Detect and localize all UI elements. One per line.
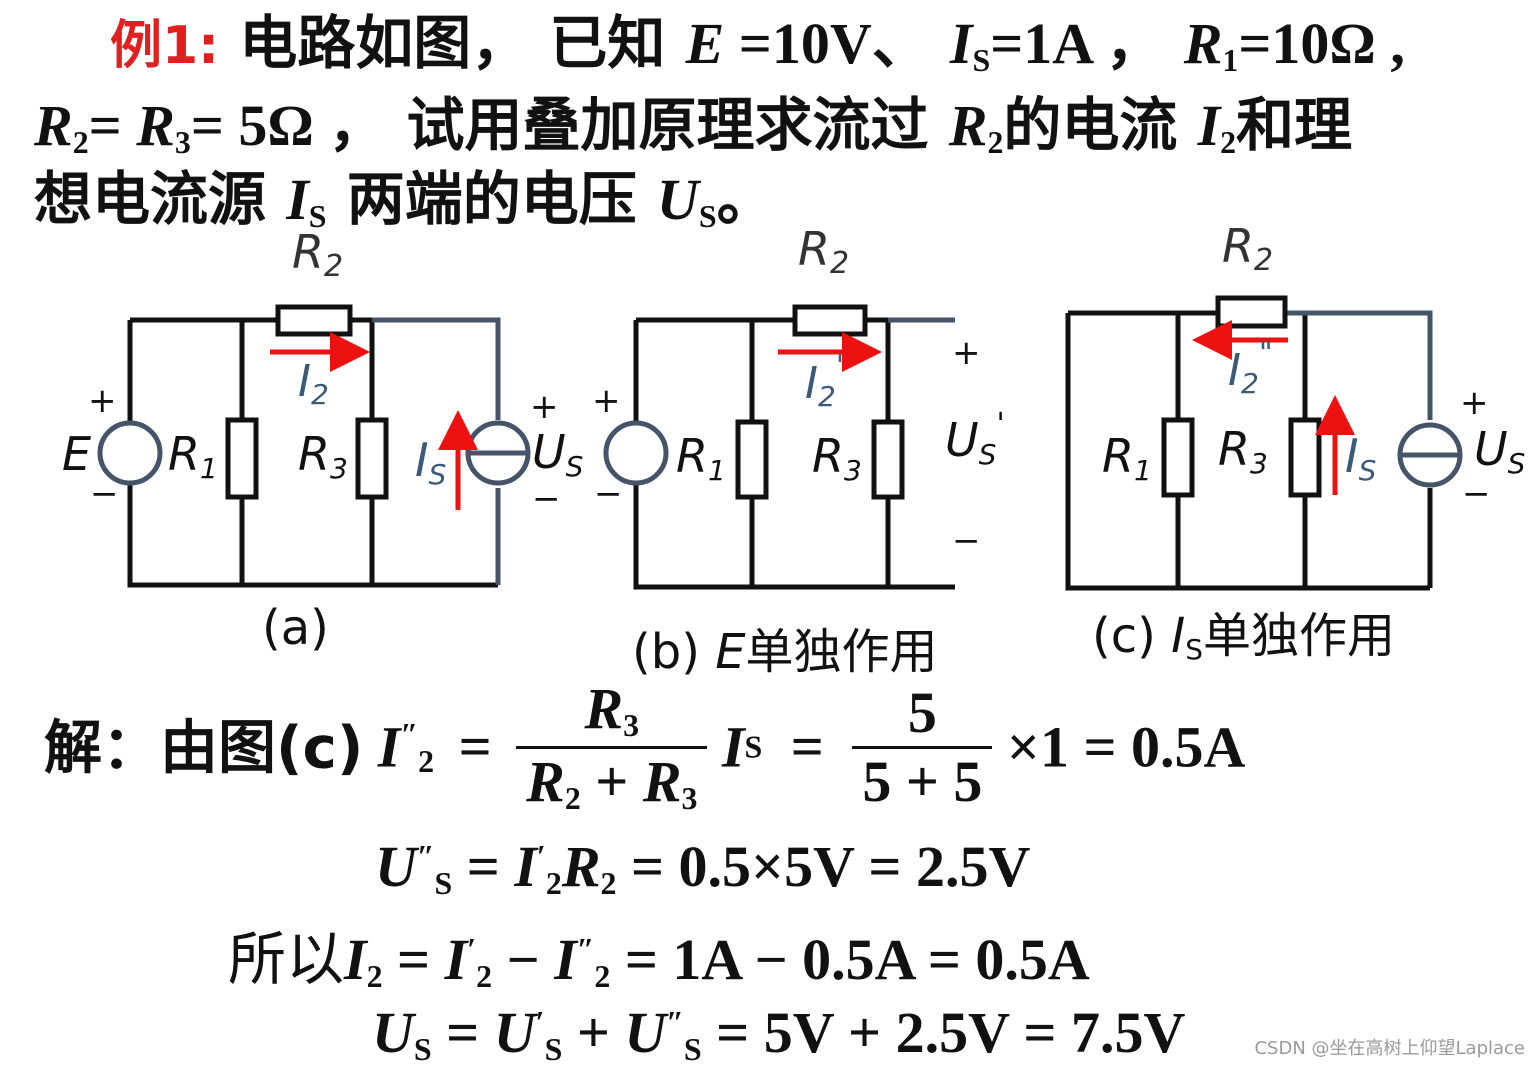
voltage-source-e-a [97,420,163,486]
problem-line-1: 例1: 电路如图， 已知 E =10V、 IS=1A ， R1=10Ω , [110,9,1405,78]
label-e-a: E [62,427,91,481]
circuit-a: R2 I2 + E − R1 R3 IS + US − [62,225,583,588]
label-r1-b: R1 [676,429,726,487]
circuit-a-wires [127,317,498,588]
label-plus-e-b: + [592,381,621,421]
label-minus-us-c: − [1462,474,1491,514]
label-r2-b: R2 [798,222,849,281]
resistor-r2-b [792,304,868,337]
resistor-r3-b [871,419,905,500]
label-plus-us-c: + [1460,383,1489,423]
voltage-source-e-b [603,420,669,486]
label-plus-us-b: + [952,333,981,373]
label-is-c: IS [1345,429,1376,487]
label-minus-us-b: − [952,521,981,561]
resistor-r1-a [225,417,259,500]
label-us-b: US' [945,407,1005,471]
label-minus-us-a: − [532,479,561,519]
caption-a: (a) [262,600,329,656]
fraction-r3-over-r2r3: R3 R2 + R3 [516,680,708,815]
label-i2p-b: I2' [805,349,844,413]
label-r1-a: R1 [168,427,218,485]
label-plus-e-a: + [88,381,117,421]
solution-eq-1: 解：由图(c) I″2 = R3 R2 + R3 IS = 5 5 + 5 ×1… [44,676,1246,816]
label-is-a: IS [415,433,446,491]
circuit-b: R2 I2' + − R1 R3 + US' − [592,222,1005,590]
watermark: CSDN @坐在高树上仰望Laplace [1254,1038,1525,1059]
problem-line-3: 想电流源 IS 两端的电压 US。 [34,165,775,234]
label-r3-c: R3 [1218,422,1268,480]
label-i2pp-c: I2" [1228,336,1273,400]
circuit-c: R2 I2" R1 R3 IS + US − [1065,219,1525,591]
caption-c: (c) IS单独作用 [1092,608,1396,666]
label-r1-c: R1 [1102,429,1152,487]
label-r2-c: R2 [1222,219,1273,278]
solution-eq-2: U″S = I′2R2 = 0.5×5V = 2.5V [375,834,1031,901]
resistor-r3-c [1288,417,1322,498]
circuit-b-wires [633,317,955,590]
problem-line-2: R2= R3= 5Ω ， 试用叠加原理求流过 R2的电流 I2和理 [34,91,1353,160]
label-plus-us-a: + [530,387,559,427]
resistor-r2-c [1215,295,1288,329]
resistor-r3-a [355,417,389,500]
caption-b: (b) E单独作用 [632,624,938,680]
label-minus-e-a: − [90,474,119,514]
resistor-r1-b [735,419,769,500]
label-us-c: US [1474,422,1525,480]
label-r3-a: R3 [298,427,348,485]
resistor-r2-a [275,304,353,337]
label-r2-a: R2 [292,225,343,284]
example-label: 例1: [110,16,219,76]
solution-eq-4: US = U′S + U″S = 5V + 2.5V = 7.5V [372,1000,1186,1067]
resistor-r1-c [1161,417,1195,498]
label-i2-a: I2 [298,356,329,411]
label-r3-b: R3 [812,429,862,487]
circuit-c-source-wires [1285,310,1433,420]
label-us-a: US [532,425,583,483]
fraction-5-over-10: 5 5 + 5 [852,683,993,811]
circuit-c-wires [1065,310,1433,591]
label-minus-e-b: − [594,474,623,514]
circuit-a-source-wires [372,317,501,585]
solution-eq-3: 所以I2 = I′2 − I″2 = 1A − 0.5A = 0.5A [228,925,1090,994]
